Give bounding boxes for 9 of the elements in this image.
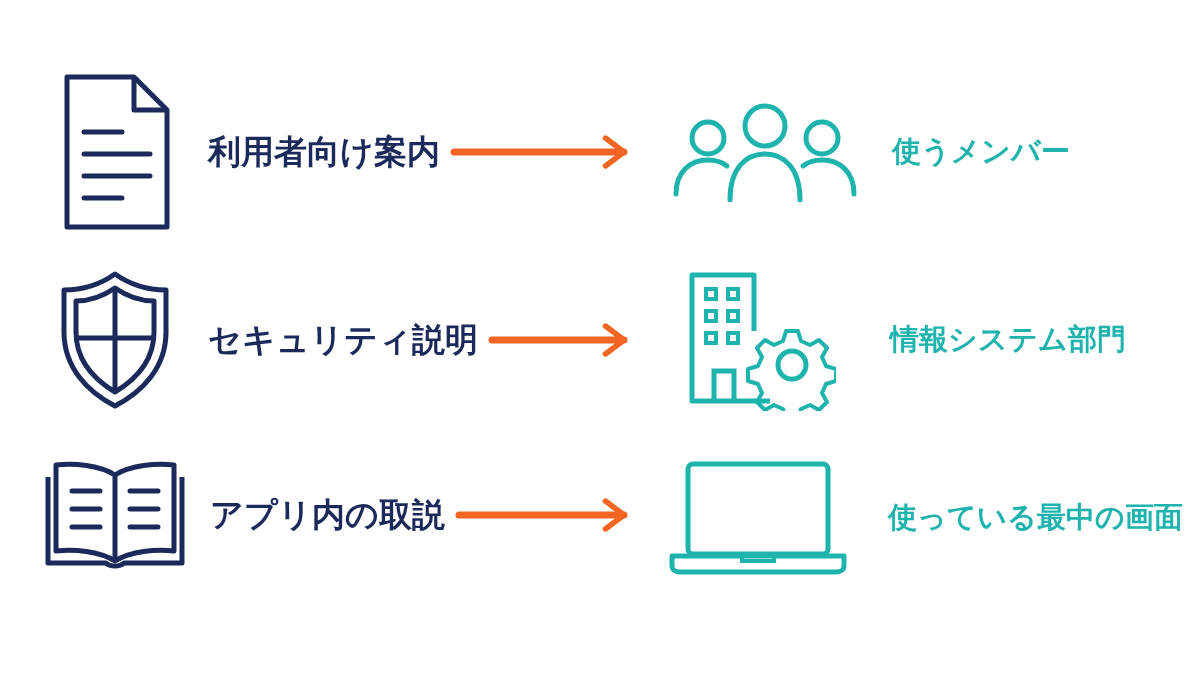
item-label: アプリ内の取説 bbox=[210, 493, 445, 536]
item-label: 使っている最中の画面 bbox=[888, 499, 1183, 536]
arrow bbox=[450, 135, 628, 169]
arrow bbox=[455, 498, 628, 532]
arrow bbox=[488, 323, 628, 357]
item-label: セキュリティ説明 bbox=[208, 318, 478, 361]
item-label: 使うメンバー bbox=[892, 133, 1070, 170]
item-label: 情報システム部門 bbox=[890, 321, 1126, 358]
item-label: 利用者向け案内 bbox=[208, 130, 440, 173]
